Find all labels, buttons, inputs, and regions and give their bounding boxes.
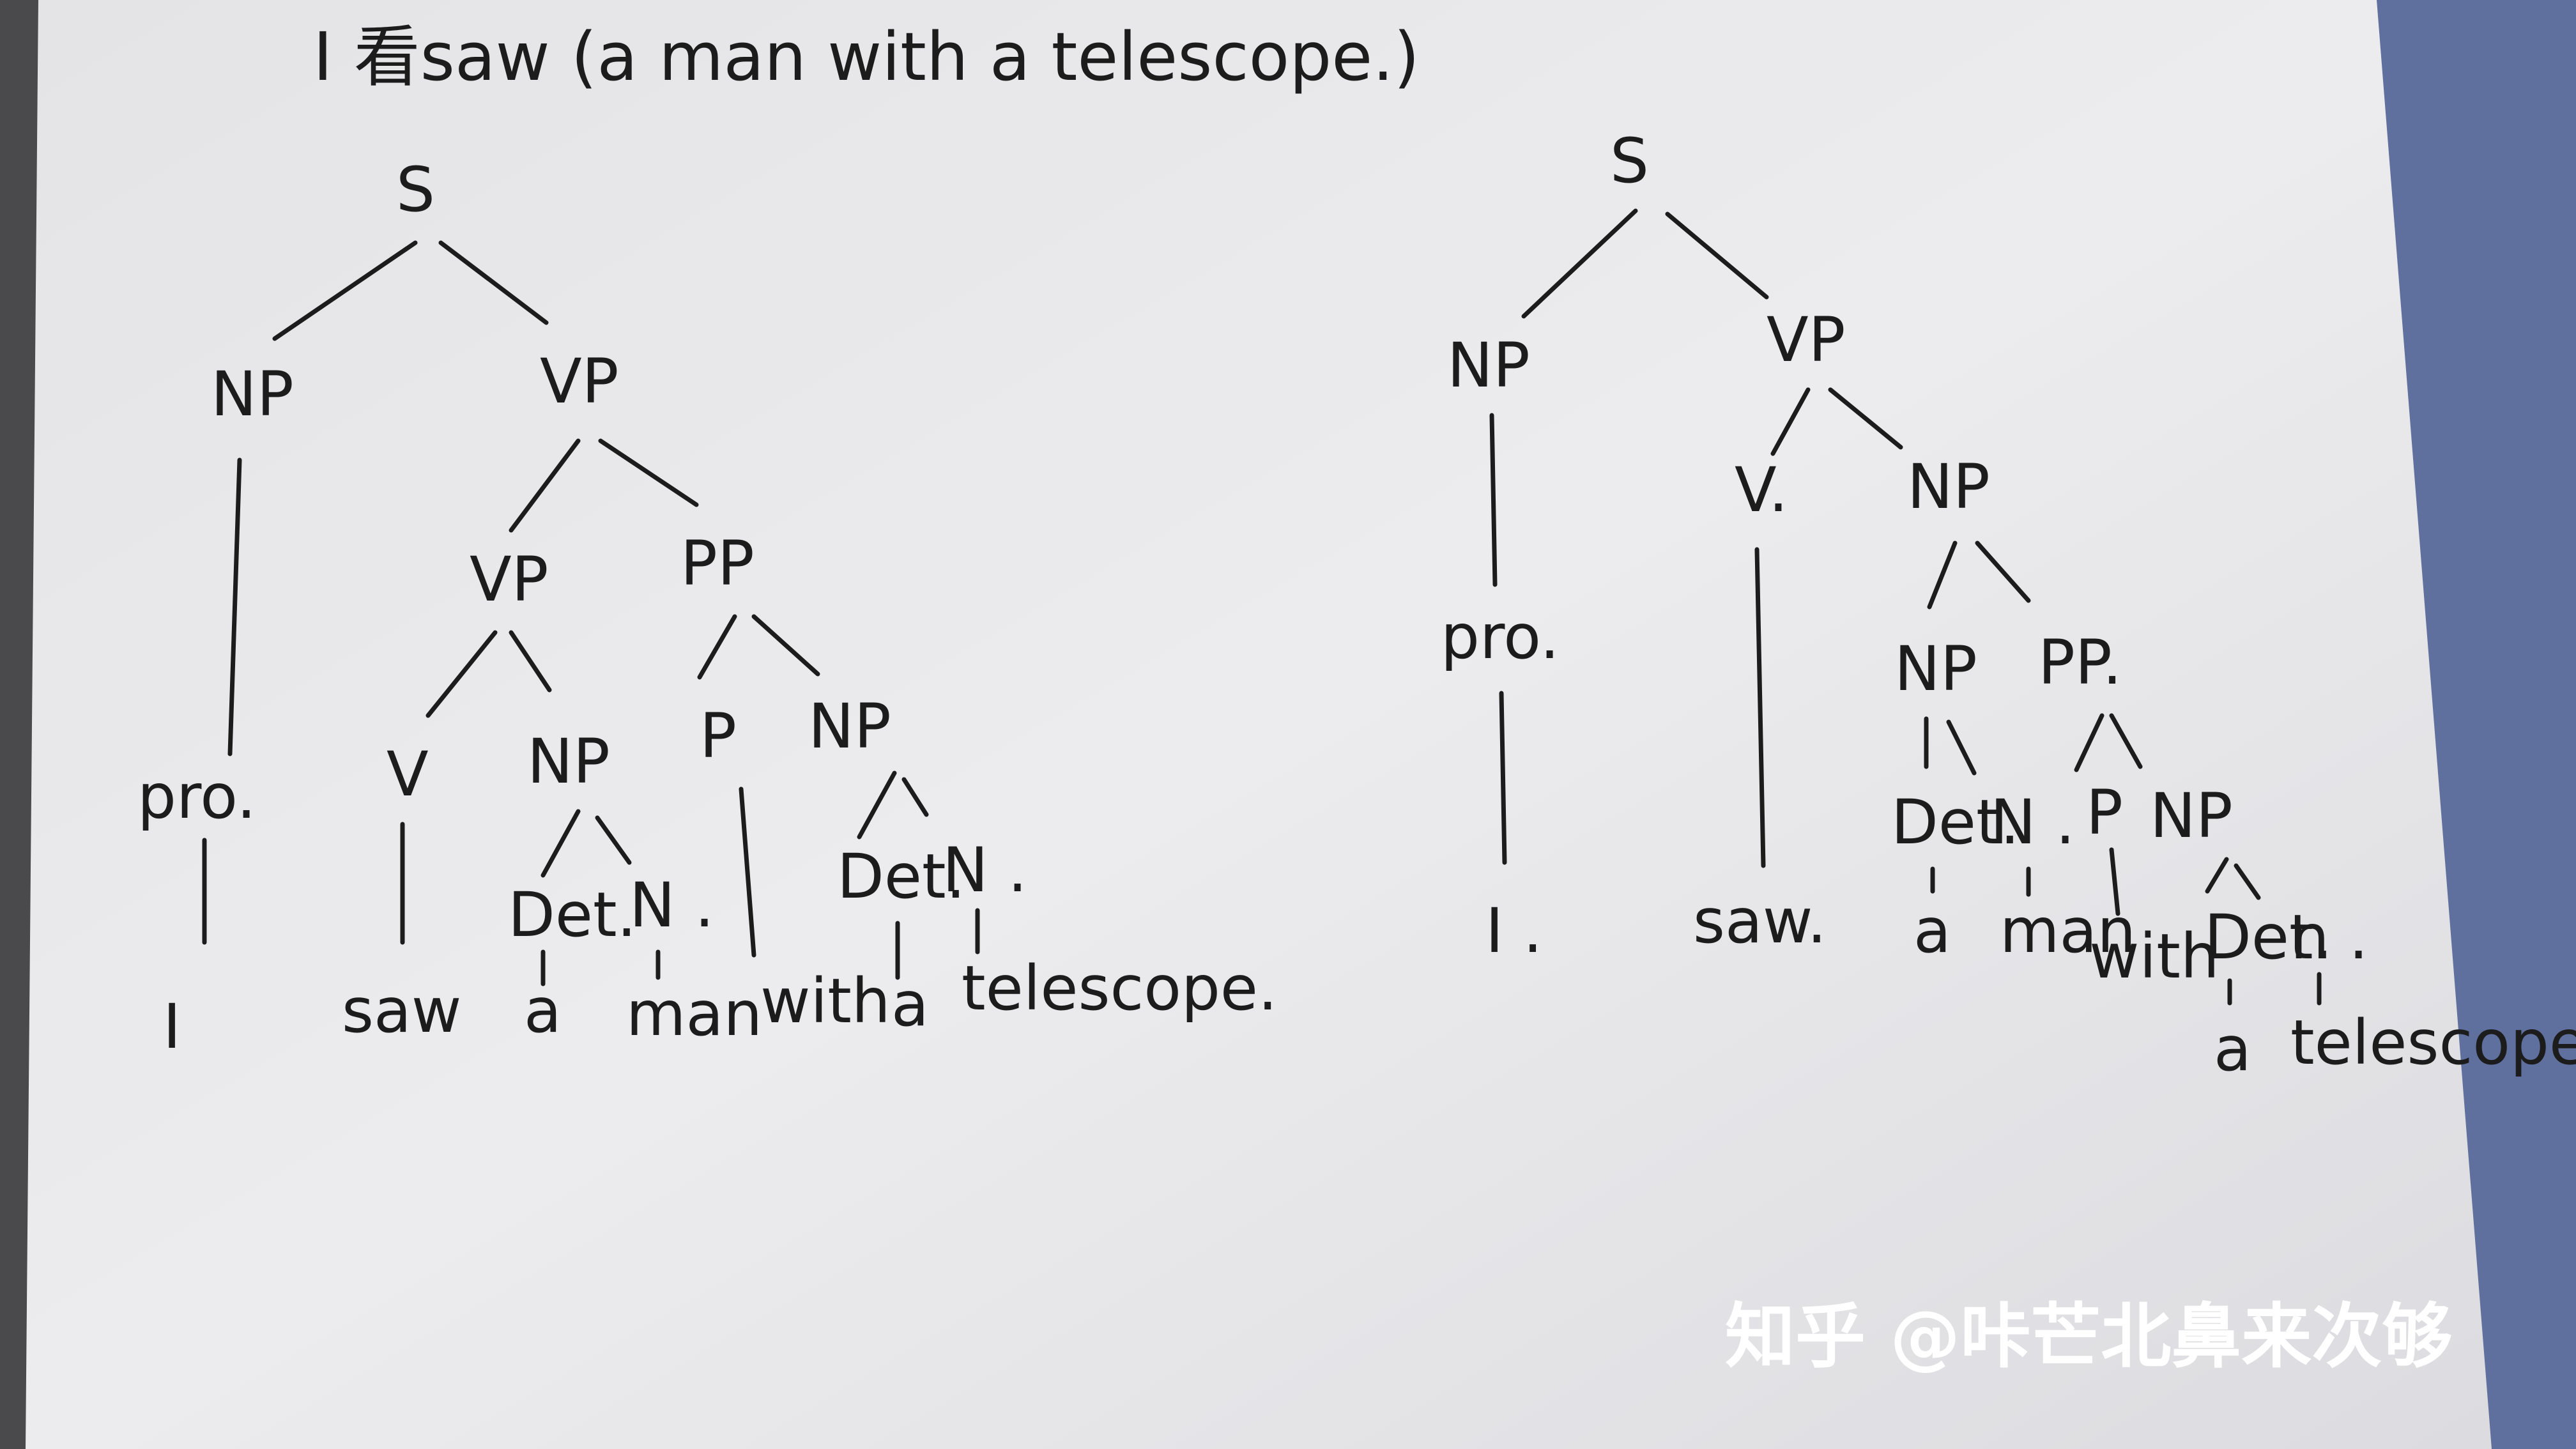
node-np-obj: NP: [1907, 451, 1990, 523]
edge: [2074, 713, 2104, 772]
edge: [540, 809, 581, 878]
node-pro: pro.: [1441, 601, 1560, 673]
node-np-obj: NP: [527, 726, 610, 797]
node-n: N .: [629, 870, 714, 941]
edge: [1770, 387, 1811, 456]
word-man: man: [626, 978, 762, 1050]
word-saw: saw.: [1693, 885, 1827, 957]
node-det: Det.: [1891, 786, 2020, 858]
edge: [272, 240, 418, 341]
watermark: 知乎 @咔芒北鼻来次够: [1725, 1296, 2452, 1377]
word-a-pp: a: [2214, 1013, 2251, 1085]
node-v: V: [387, 739, 429, 810]
word-a-pp: a: [891, 969, 929, 1040]
word-i: I: [163, 991, 181, 1062]
edge: [857, 770, 897, 839]
node-pro: pro.: [137, 761, 256, 832]
node-np-pp: NP: [2150, 780, 2233, 852]
word-telescope: telescope.: [962, 953, 1277, 1024]
node-n-pp: N .: [942, 834, 1027, 906]
edge: [2234, 863, 2261, 900]
node-pp: PP.: [2038, 627, 2122, 698]
edge: [425, 630, 498, 718]
node-n: N .: [1990, 786, 2075, 858]
edge: [509, 630, 552, 693]
node-s: S: [396, 154, 435, 226]
node-np: NP: [211, 358, 294, 430]
edge: [751, 614, 820, 677]
paper-sheet: [26, 0, 2492, 1449]
edge: [1946, 719, 1977, 776]
edge: [1927, 540, 1958, 610]
word-telescope: telescope.: [2290, 1007, 2576, 1078]
node-det-pp: Det.: [2204, 901, 2333, 973]
edge: [438, 240, 549, 325]
tree-right: S NP VP V. NP pro. NP PP. Det. N . P NP …: [1441, 125, 2576, 1085]
edge: [509, 438, 581, 533]
node-np-pp: NP: [808, 691, 891, 762]
tree-left: S NP VP VP PP pro. V NP P NP Det. N . De…: [137, 154, 1277, 1062]
node-np: NP: [1447, 330, 1530, 401]
edge: [2109, 847, 2120, 916]
node-v: V.: [1735, 454, 1788, 526]
word-a: a: [1913, 895, 1951, 967]
edge: [697, 614, 737, 680]
node-p: P: [700, 700, 737, 772]
node-pp: PP: [680, 528, 755, 599]
edge: [1754, 547, 1766, 868]
edge: [1489, 413, 1498, 587]
edge: [1499, 691, 1507, 865]
node-det: Det.: [508, 879, 636, 951]
edge: [901, 777, 929, 817]
edge: [1665, 211, 1769, 300]
word-i: I .: [1485, 895, 1542, 967]
edge: [227, 457, 242, 756]
node-vp-inner: VP: [470, 544, 549, 615]
word-man: man: [2000, 895, 2136, 967]
edge: [2205, 857, 2229, 894]
word-a: a: [524, 975, 562, 1046]
edge: [1521, 208, 1638, 319]
node-vp: VP: [540, 346, 619, 417]
node-np-inner: NP: [1894, 633, 1977, 705]
edge: [598, 438, 699, 507]
word-with: with: [2089, 921, 2220, 992]
edge: [595, 815, 632, 865]
edge: [739, 786, 756, 958]
word-saw: saw: [342, 975, 461, 1046]
edge: [1975, 540, 2031, 603]
edge: [2109, 713, 2143, 769]
sentence-title: I 看saw (a man with a telescope.): [313, 18, 1420, 96]
node-det-pp: Det.: [837, 841, 965, 912]
edge: [1828, 387, 1903, 450]
node-n-pp: n .: [2290, 901, 2368, 973]
node-vp: VP: [1767, 304, 1846, 376]
node-p: P: [2086, 777, 2123, 848]
node-s: S: [1610, 125, 1649, 197]
word-with: with: [760, 965, 891, 1037]
